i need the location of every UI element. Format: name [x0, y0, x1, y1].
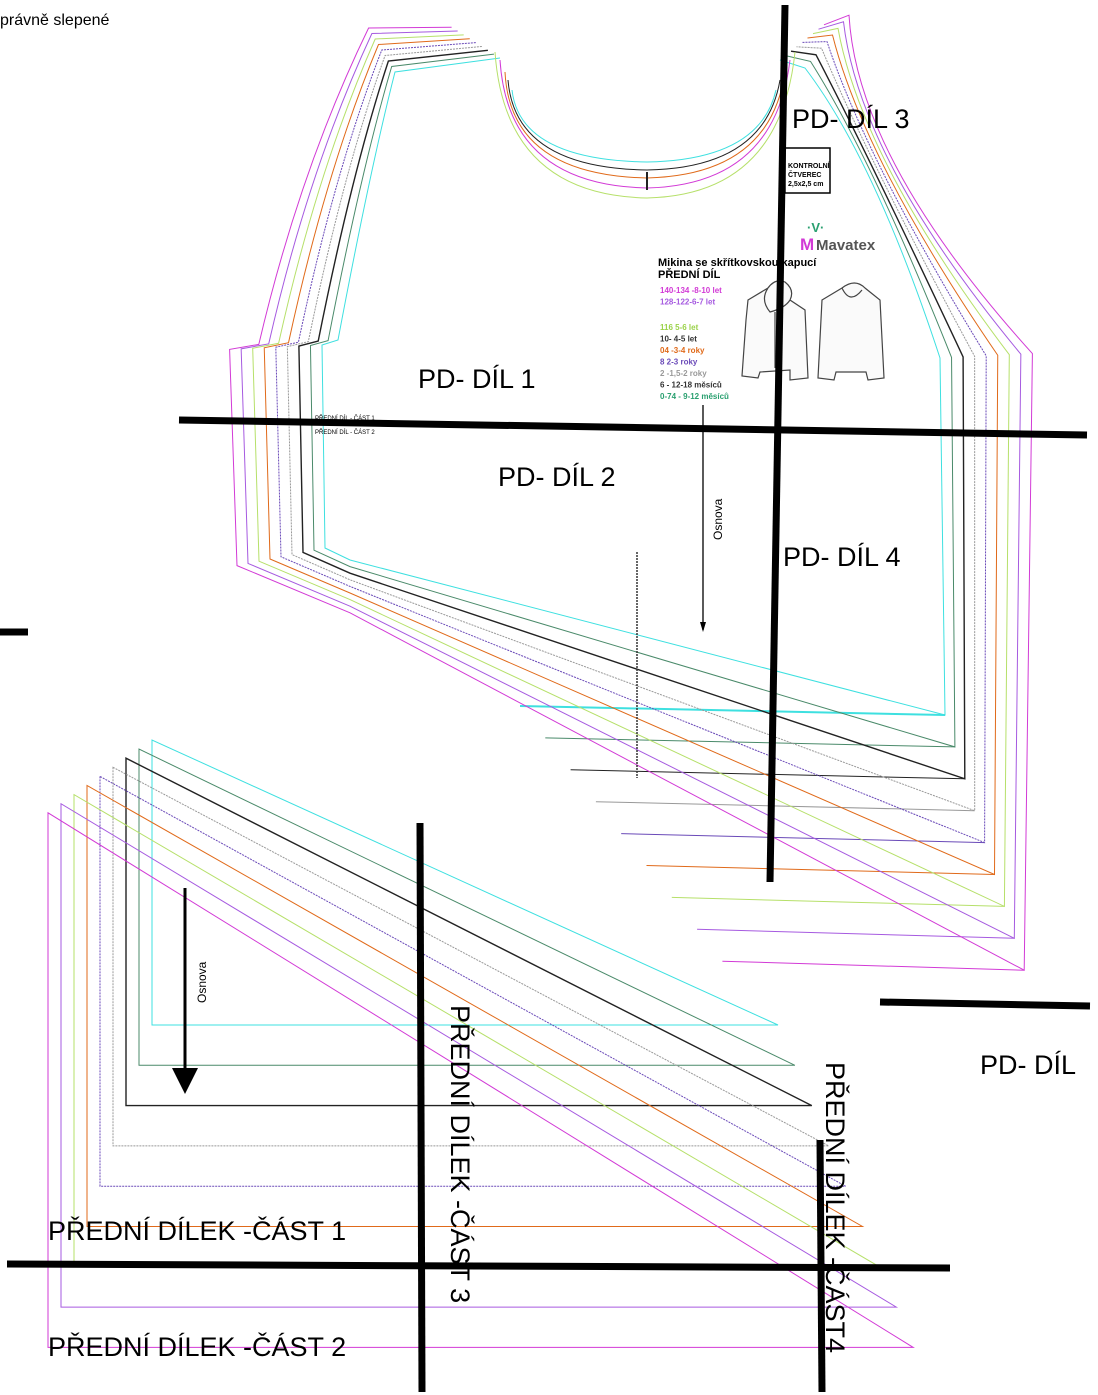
label-pd-dil-5: PD- DÍL	[980, 1050, 1076, 1080]
outline-size-8	[240, 21, 1022, 940]
triangle-size-5	[99, 775, 846, 1187]
size-entry: 8 2-3 roky	[660, 358, 698, 367]
outline-size-3	[298, 49, 966, 780]
pattern-subtitle: PŘEDNÍ DÍL	[658, 268, 721, 281]
brand-logo: ·V· M Mavatex	[800, 220, 876, 254]
triangle-size-2	[138, 748, 796, 1066]
outline-size-7	[252, 27, 1010, 908]
label-part-4: PŘEDNÍ DÍLEK -ČÁST4	[820, 1062, 851, 1353]
svg-text:M: M	[800, 235, 814, 254]
triangle-size-3	[125, 757, 813, 1107]
size-entry: 128-122-6-7 let	[660, 298, 715, 307]
top-note: právně slepené	[0, 12, 110, 29]
small-label-cast2: PŘEDNÍ DÍL - ČÁST 2	[315, 428, 375, 436]
triangle-size-4	[112, 766, 829, 1147]
hem-size-3	[570, 769, 965, 780]
cut-line-horizontal-top	[178, 416, 1088, 439]
outline-size-4	[286, 45, 976, 812]
grain-label-bottom: Osnova	[195, 961, 209, 1003]
label-pd-dil-2: PD- DÍL 2	[498, 462, 616, 492]
size-entry: 10- 4-5 let	[660, 335, 697, 344]
outline-size-1	[321, 57, 946, 716]
hem-size-2	[545, 737, 955, 748]
grainline-bottom: Osnova	[172, 888, 209, 1094]
size-entry: 2 -1,5-2 roky	[660, 369, 707, 378]
outline-size-2	[309, 53, 956, 748]
hem-size-9	[722, 960, 1025, 971]
svg-text:·V·: ·V·	[807, 220, 824, 235]
svg-text:2,5x2,5 cm: 2,5x2,5 cm	[788, 181, 823, 188]
grainline-top: Osnova	[700, 405, 725, 632]
hem-size-1	[519, 705, 946, 716]
size-entry: 04 -3-4 roky	[660, 346, 705, 355]
cut-line-vertical-top	[766, 4, 789, 883]
cut-lines	[0, 4, 1091, 1393]
cut-line-vertical-bottom-left	[416, 822, 426, 1393]
pattern-title: Mikina se skřítkovskou kapucí	[658, 257, 817, 269]
hoodie-sketch-icon	[741, 280, 885, 381]
grain-label-top: Osnova	[711, 498, 725, 540]
outline-size-9	[229, 14, 1033, 972]
triangle-size-8	[60, 802, 899, 1308]
front-piece-outlines	[229, 14, 1033, 972]
size-list: 140-134 -8-10 let 128-122-6-7 let 116 5-6 …	[660, 286, 729, 401]
hem-size-4	[595, 801, 975, 812]
label-pd-dil-1: PD- DÍL 1	[418, 364, 536, 394]
hem-size-6	[646, 865, 995, 875]
label-pd-dil-3: PD- DÍL 3	[792, 104, 910, 134]
svg-text:KONTROLNÍ: KONTROLNÍ	[788, 161, 831, 170]
cut-line-short	[879, 998, 1091, 1010]
outline-size-6	[263, 34, 999, 876]
cut-line-horizontal-bottom	[6, 1260, 951, 1272]
hem-size-8	[697, 928, 1015, 939]
size-entry: 116 5-6 let	[660, 323, 699, 332]
triangle-size-7	[73, 793, 882, 1268]
svg-text:ČTVEREC: ČTVEREC	[788, 170, 821, 179]
triangle-size-9	[47, 811, 915, 1348]
small-label-cast1: PŘEDNÍ DÍL - ČÁST 1	[315, 414, 375, 422]
label-part-2: PŘEDNÍ DÍLEK -ČÁST 2	[48, 1331, 346, 1362]
label-part-3: PŘEDNÍ DÍLEK -ČÁST 3	[445, 1005, 476, 1303]
hem-size-7	[671, 896, 1005, 907]
size-entry: 0-74 - 9-12 měsíců	[660, 392, 729, 401]
label-pd-dil-4: PD- DÍL 4	[783, 542, 901, 572]
size-entry: 6 - 12-18 měsíců	[660, 381, 722, 390]
outline-size-5	[275, 41, 987, 844]
svg-text:Mavatex: Mavatex	[816, 237, 876, 254]
size-entry: 140-134 -8-10 let	[660, 286, 722, 295]
triangle-size-6	[86, 784, 865, 1227]
triangle-size-1	[151, 739, 779, 1026]
control-square: KONTROLNÍ ČTVEREC 2,5x2,5 cm	[784, 147, 831, 194]
bottom-triangles	[47, 739, 915, 1348]
label-part-1: PŘEDNÍ DÍLEK -ČÁST 1	[48, 1215, 346, 1246]
neckline	[494, 51, 796, 199]
hem-size-5	[621, 833, 985, 844]
